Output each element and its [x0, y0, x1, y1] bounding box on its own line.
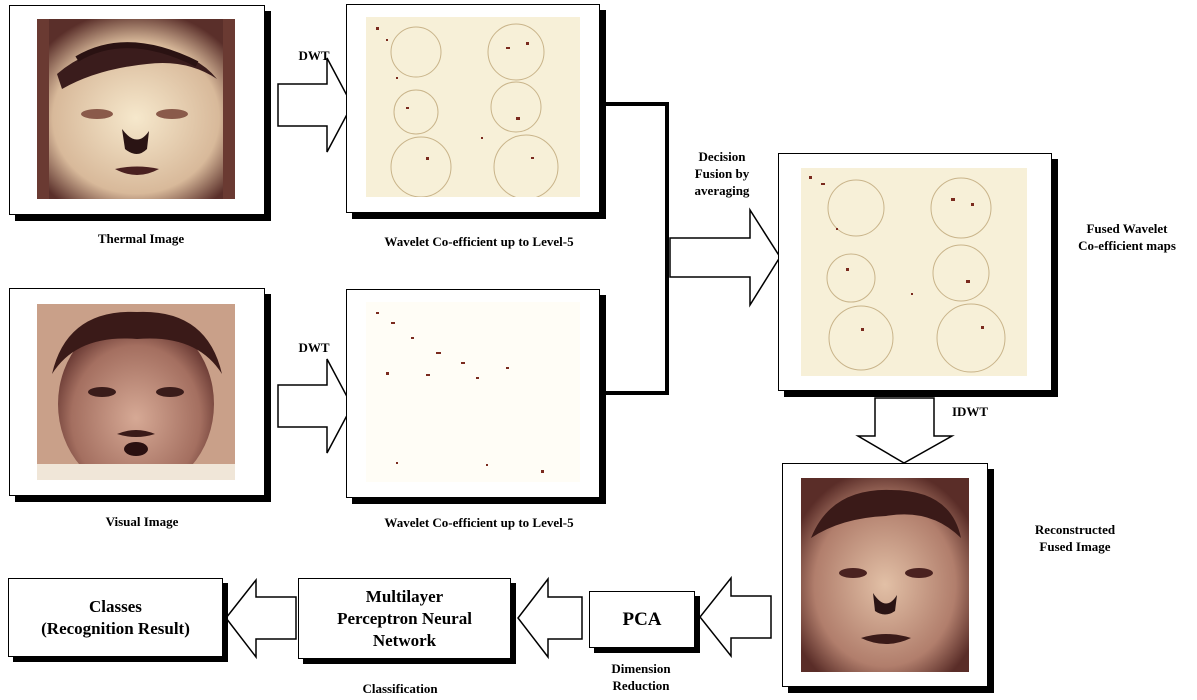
recon-label-line-1: Reconstructed — [1034, 522, 1116, 537]
fusion-label: Decision Fusion by averaging — [672, 148, 772, 199]
mlp-label-line-2: Perceptron Neural — [337, 608, 472, 628]
dwt-top-label: DWT — [298, 48, 330, 63]
mlp-to-classes-arrow — [225, 577, 297, 660]
idwt-arrow — [855, 397, 955, 464]
fused-coefficient-label: Fused Wavelet Co-efficient maps — [1062, 220, 1192, 254]
mlp-box: Multilayer Perceptron Neural Network — [298, 578, 511, 659]
dimension-label-line-1: Dimension — [611, 661, 671, 676]
dwt-bottom-arrow — [277, 358, 353, 454]
thermal-image-label: Thermal Image — [97, 231, 185, 246]
fusion-label-line-2: Fusion by — [694, 166, 750, 181]
classes-label-line-2: (Recognition Result) — [41, 618, 190, 638]
fusion-label-line-3: averaging — [694, 183, 750, 198]
thermal-face-image — [37, 19, 235, 199]
fusion-label-line-1: Decision — [698, 149, 746, 164]
fused-coefficient-frame — [778, 153, 1052, 391]
classification-label: Classification — [362, 681, 438, 696]
fused-label-line-2: Co-efficient maps — [1078, 238, 1176, 253]
recon-label-line-2: Fused Image — [1039, 539, 1111, 554]
visual-image-label: Visual Image — [105, 514, 179, 529]
dwt-bottom-label: DWT — [298, 340, 330, 355]
dimension-label-line-2: Reduction — [612, 678, 670, 693]
dimension-reduction-label: Dimension Reduction — [591, 660, 691, 694]
mlp-label-line-1: Multilayer — [365, 586, 444, 606]
fusion-connector-top — [606, 102, 669, 395]
fused-coefficient-image — [801, 168, 1027, 376]
visual-image-frame — [9, 288, 265, 496]
reconstructed-image-label: Reconstructed Fused Image — [1015, 521, 1135, 555]
pca-box: PCA — [589, 591, 695, 648]
fused-label-line-1: Fused Wavelet — [1086, 221, 1168, 236]
wavelet-bottom-frame — [346, 289, 600, 498]
fusion-arrow — [669, 207, 781, 308]
thermal-image-frame — [9, 5, 265, 215]
pca-label: PCA — [622, 608, 662, 630]
recon-to-pca-arrow — [699, 575, 772, 659]
pca-to-mlp-arrow — [517, 576, 583, 660]
wavelet-bottom-image — [366, 302, 580, 482]
wavelet-bottom-label: Wavelet Co-efficient up to Level-5 — [384, 515, 574, 530]
wavelet-top-image — [366, 17, 580, 197]
classes-box: Classes (Recognition Result) — [8, 578, 223, 657]
reconstructed-face-image — [801, 478, 969, 672]
idwt-label: IDWT — [951, 404, 989, 419]
mlp-label-line-3: Network — [372, 630, 437, 650]
classes-label-line-1: Classes — [89, 596, 142, 616]
wavelet-top-frame — [346, 4, 600, 213]
dwt-top-arrow — [277, 57, 353, 153]
visual-face-image — [37, 304, 235, 480]
reconstructed-image-frame — [782, 463, 988, 687]
wavelet-top-label: Wavelet Co-efficient up to Level-5 — [384, 234, 574, 249]
